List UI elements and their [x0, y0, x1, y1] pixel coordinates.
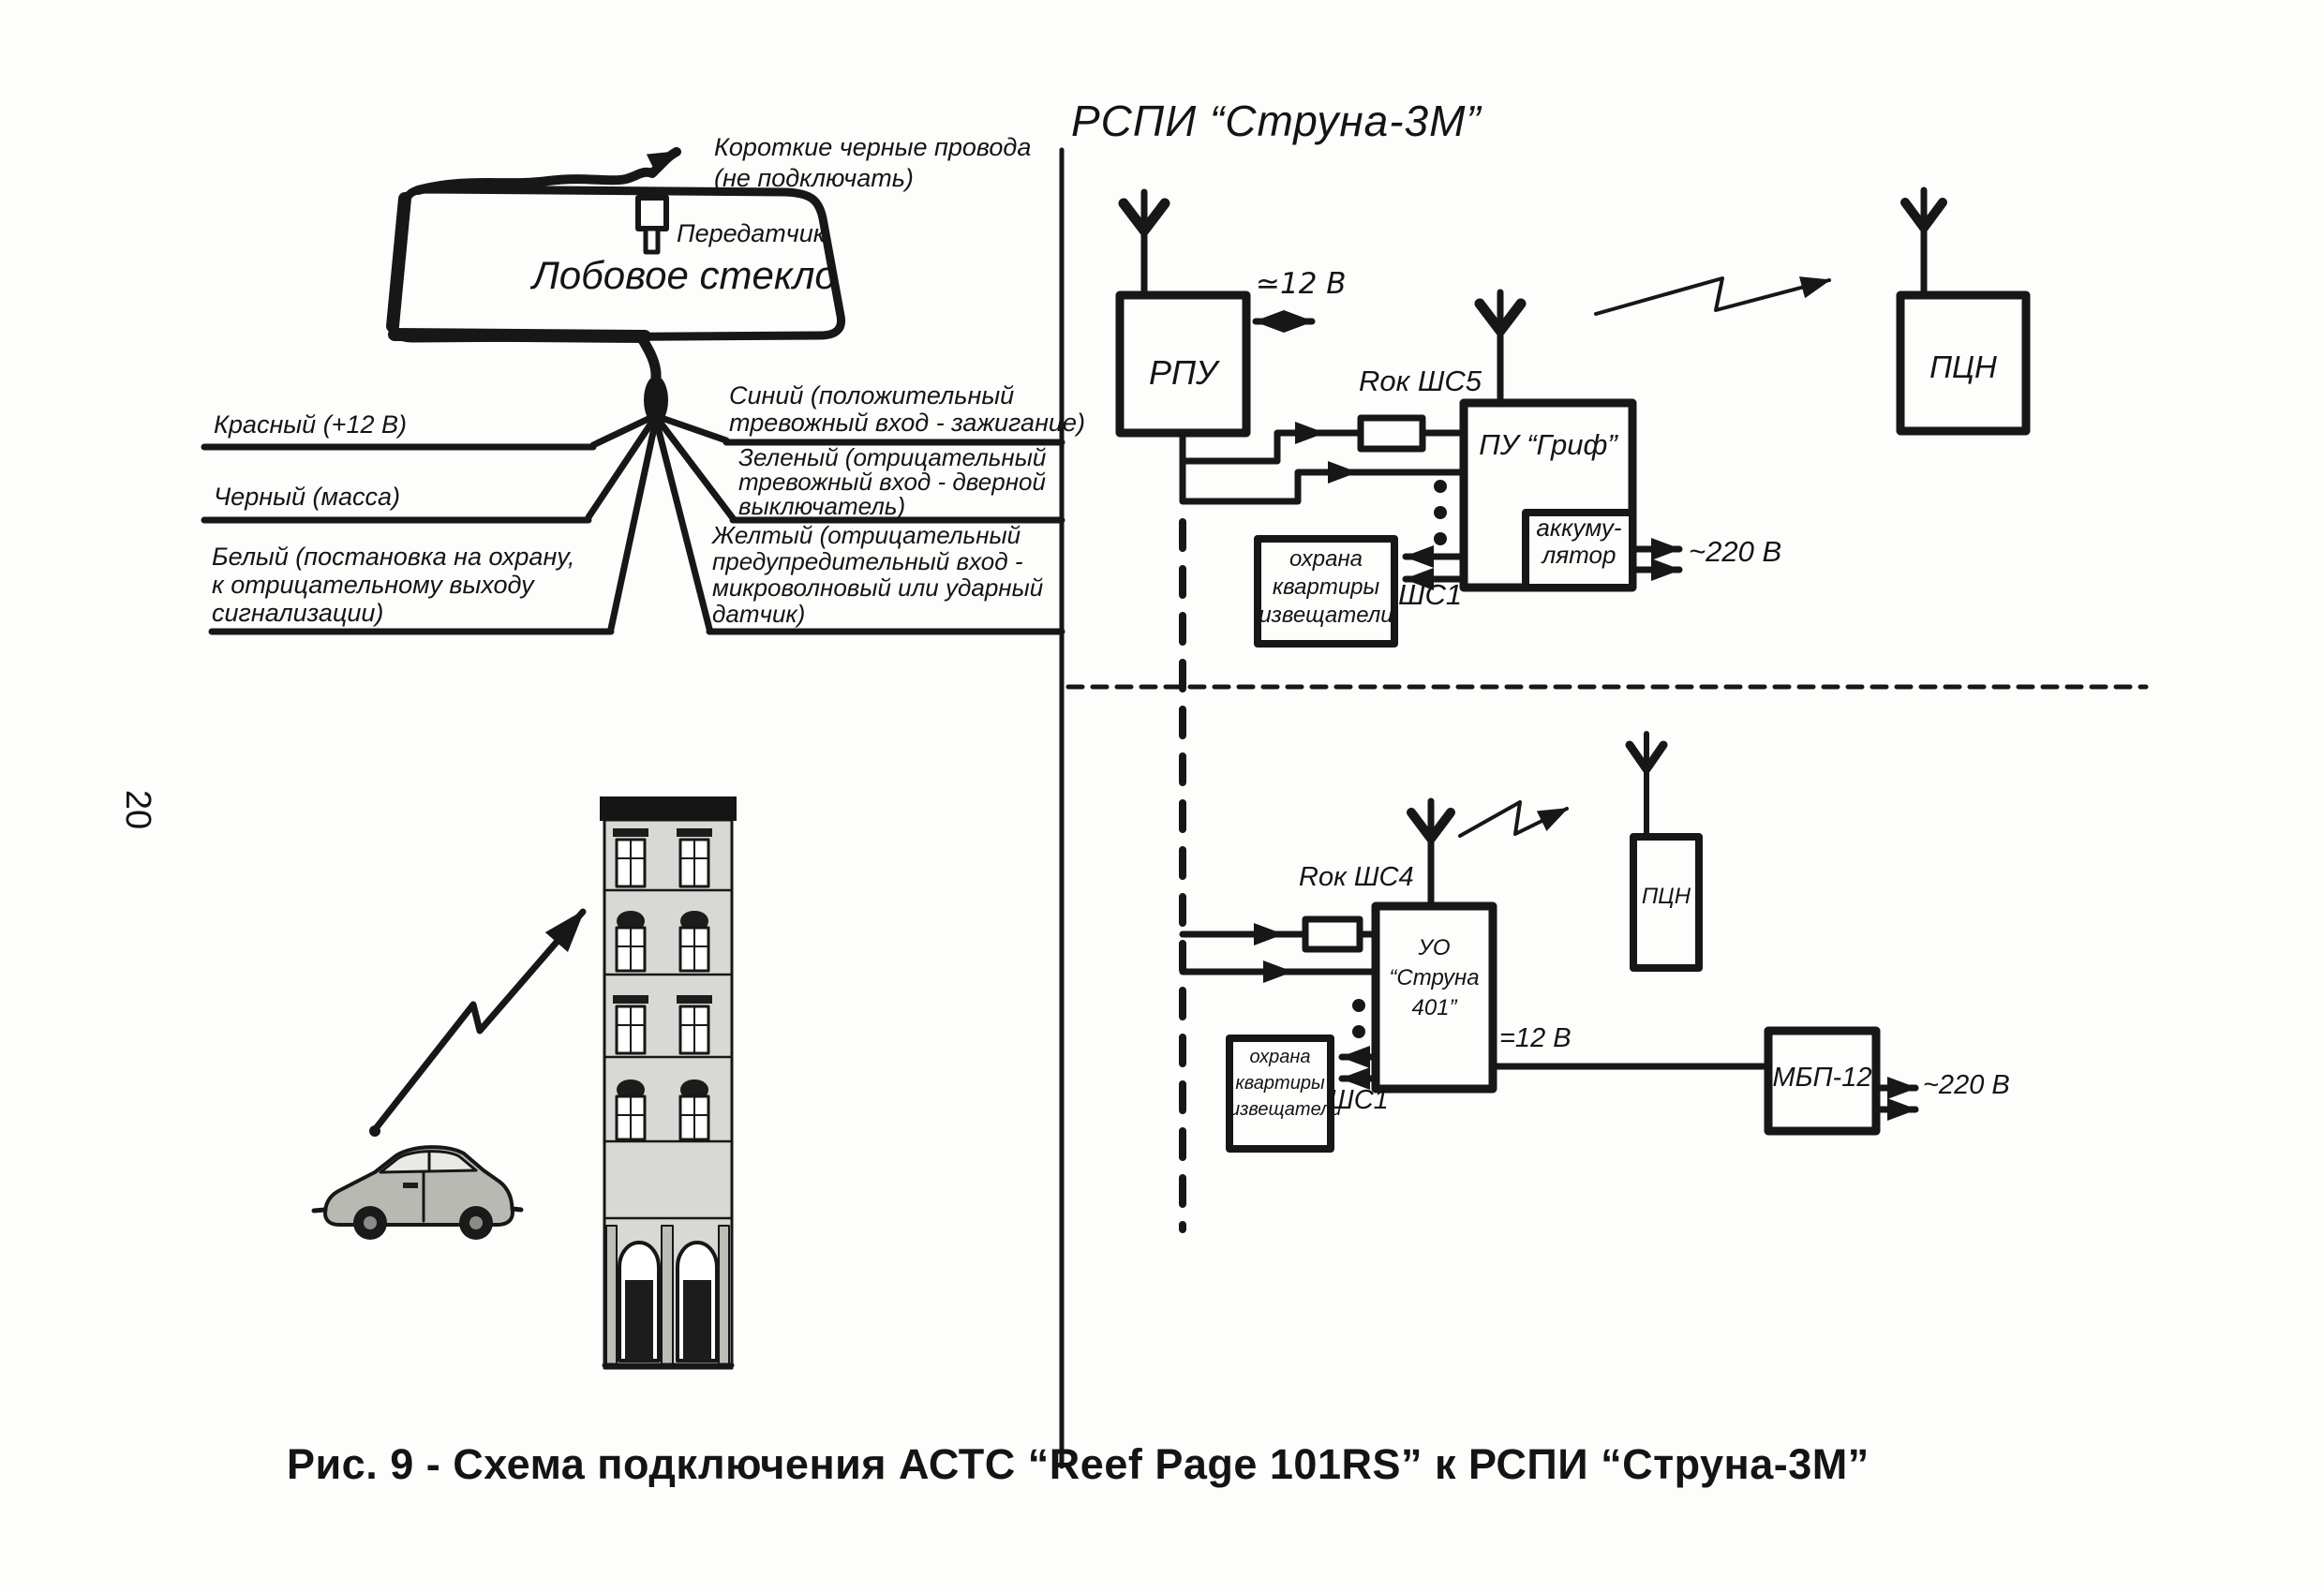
wire-label-black: Черный (масса): [214, 483, 400, 511]
shs1-label-lower: ШС1: [1329, 1085, 1389, 1115]
wire-label-blue: Синий (положительный тревожный вход - за…: [729, 381, 1085, 437]
battery-label: аккуму- лятор: [1536, 514, 1622, 569]
wire-white: [607, 420, 659, 633]
transmitter-label: Передатчик: [677, 219, 826, 247]
pcn-label-lower: ПЦН: [1641, 884, 1691, 909]
resistor-shs4-label: Rок ШС4: [1299, 862, 1414, 892]
windshield-bottom-edge: [388, 328, 651, 343]
wire-green: [656, 418, 737, 522]
ellipsis-dot: [1352, 1025, 1365, 1038]
power-12v-label-lower: =12 В: [1499, 1023, 1572, 1053]
wire-label-white: Белый (постановка на охрану, к отрицател…: [212, 543, 575, 627]
short-black-wires-squiggle: [413, 147, 681, 195]
guard-box-lower: [1226, 1035, 1334, 1153]
short-wires-note: Короткие черные провода (не подключать): [714, 133, 1032, 192]
rpu-box: [1115, 290, 1251, 438]
pcn-label-upper: ПЦН: [1929, 350, 1997, 384]
resistor-shs4-icon: [1302, 916, 1363, 953]
wire-black: [585, 418, 656, 521]
mbp12-label: МБП-12: [1772, 1063, 1872, 1093]
system-title: РСПИ “Струна-3М”: [1071, 97, 1482, 145]
uo-struna-label: УО “Струна 401”: [1389, 935, 1480, 1020]
mains-220v-label-lower: ~220 В: [1923, 1070, 2010, 1100]
transmitter-stem-icon: [643, 226, 661, 255]
pu-grif-label: ПУ “Гриф”: [1479, 428, 1617, 461]
car-illustration: [311, 1145, 524, 1240]
rpu-antenna-icon: [1118, 198, 1170, 236]
wire-label-green: Зеленый (отрицательный тревожный вход - …: [738, 443, 1047, 520]
shs1-label-upper: ШС1: [1398, 578, 1463, 611]
guard-box-upper: [1254, 535, 1398, 648]
signal-arrow: [373, 908, 587, 1131]
page-number: 20: [118, 789, 157, 830]
resistor-shs5-label: Rок ШС5: [1359, 365, 1482, 397]
wire-red: [589, 414, 654, 449]
windshield-label: Лобовое стекло: [532, 253, 837, 297]
guard-label-upper: охрана квартиры извещатели: [1259, 546, 1393, 628]
ellipsis-dot: [1434, 532, 1447, 545]
uo-antenna-icon: [1407, 808, 1455, 843]
resistor-shs5-icon: [1357, 414, 1426, 453]
rpu-label: РПУ: [1148, 353, 1218, 392]
pcn-upper-antenna-icon: [1900, 198, 1947, 232]
wire-yellow: [653, 420, 713, 633]
pu-antenna-icon: [1474, 298, 1527, 336]
ellipsis-dot: [1352, 999, 1365, 1012]
radio-link-icon-upper: [1594, 276, 1831, 316]
wire-label-red: Красный (+12 В): [214, 410, 407, 439]
pcn-box-lower: [1630, 833, 1703, 972]
guard-label-lower: охрана квартиры извещатели: [1229, 1047, 1342, 1120]
ellipsis-dot: [1434, 506, 1447, 519]
wire-label-yellow: Желтый (отрицательный предупредительный …: [712, 521, 1044, 628]
pcn-lower-antenna-icon: [1625, 740, 1668, 774]
ellipsis-dot: [1434, 480, 1447, 493]
building-illustration: [600, 796, 737, 1370]
signal-arrow-origin: [369, 1125, 380, 1137]
wire-knot: [644, 376, 668, 424]
pcn-box-upper: [1896, 290, 2031, 436]
shs5-line-2: [1179, 457, 1467, 505]
figure-caption: Рис. 9 - Схема подключения АСТС “Reef Pa…: [287, 1440, 1870, 1488]
wire-bundle: [636, 333, 662, 399]
wire-blue: [658, 414, 730, 444]
mains-220v-label-upper: ~220 В: [1689, 535, 1782, 568]
mbp-box: [1764, 1026, 1881, 1136]
power-12v-label-upper: ≃12 В: [1256, 267, 1347, 301]
transmitter-icon: [635, 195, 669, 231]
radio-link-icon-lower: [1458, 800, 1569, 838]
windshield-left-edge: [386, 192, 411, 333]
